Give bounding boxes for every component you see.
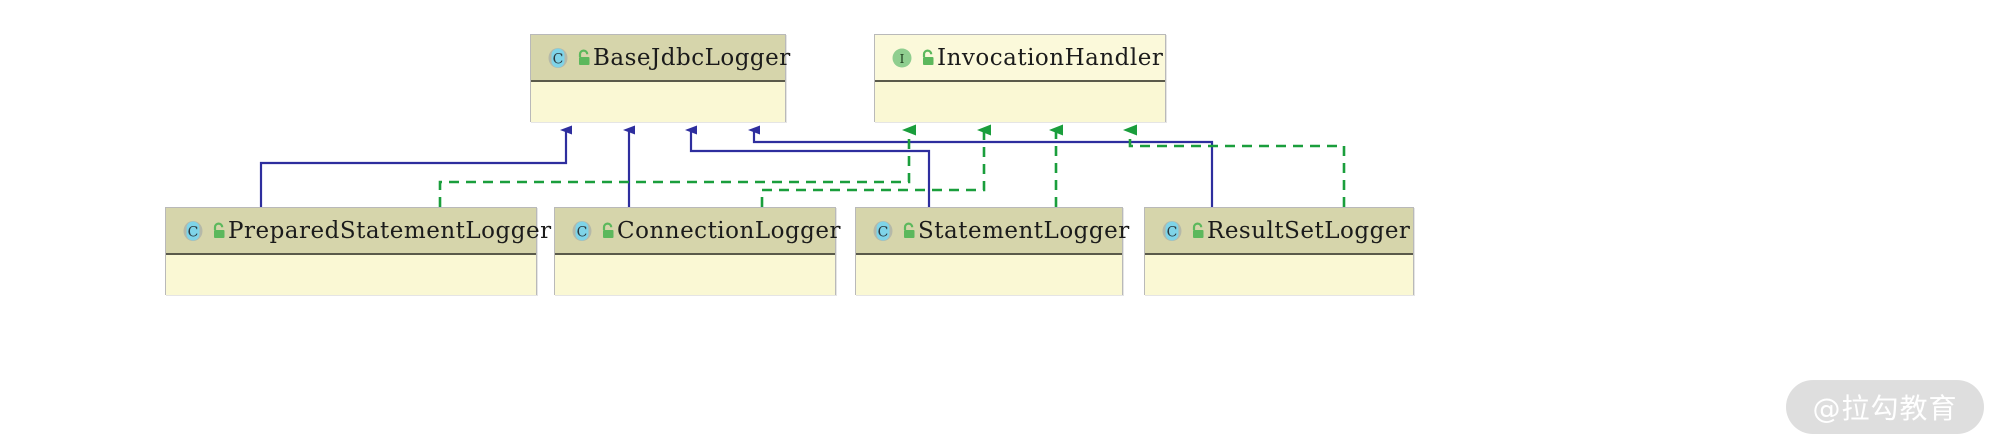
unlocked-padlock-icon — [213, 222, 225, 238]
svg-text:C: C — [553, 51, 564, 67]
class-node-body — [531, 82, 785, 122]
class-node-result-set-logger[interactable]: C ResultSetLogger — [1144, 207, 1414, 295]
class-node-body — [1145, 255, 1413, 295]
watermark: @拉勾教育 — [1786, 380, 1984, 434]
class-c-icon: C — [572, 220, 592, 241]
class-name-label: BaseJdbcLogger — [593, 44, 791, 71]
class-icon-group: C — [180, 218, 228, 244]
edge-result-set-logger-extends-base-jdbc-logger — [748, 125, 1214, 207]
class-name-label: PreparedStatementLogger — [228, 217, 552, 244]
interface-node-body — [875, 82, 1165, 122]
class-icon-group: C — [870, 218, 918, 244]
class-node-header: C PreparedStatementLogger — [166, 208, 551, 255]
unlocked-padlock-icon — [1192, 222, 1204, 238]
class-node-body — [166, 255, 536, 295]
interface-i-icon: I — [892, 48, 912, 67]
unlocked-padlock-icon — [922, 49, 934, 65]
class-c-icon: C — [1162, 220, 1182, 241]
interface-node-invocation-handler[interactable]: I InvocationHandler — [874, 34, 1166, 122]
class-icon-group: C — [1159, 218, 1207, 244]
class-c-icon: C — [873, 220, 893, 241]
edge-result-set-logger-implements-invocation-handler — [1123, 124, 1346, 207]
edge-prepared-statement-logger-implements-invocation-handler — [438, 124, 916, 207]
class-name-label: ConnectionLogger — [617, 217, 841, 244]
class-icon-group: C — [545, 45, 593, 71]
svg-text:C: C — [878, 224, 889, 240]
edge-prepared-statement-logger-extends-base-jdbc-logger — [259, 125, 572, 207]
unlocked-padlock-icon — [578, 49, 590, 65]
class-node-prepared-statement-logger[interactable]: C PreparedStatementLogger — [165, 207, 551, 295]
svg-text:C: C — [188, 224, 199, 240]
svg-text:I: I — [900, 52, 905, 66]
interface-icon-group: I — [889, 45, 937, 71]
interface-name-label: InvocationHandler — [937, 44, 1164, 71]
class-node-body — [555, 255, 835, 295]
class-name-label: StatementLogger — [918, 217, 1130, 244]
class-node-connection-logger[interactable]: C ConnectionLogger — [554, 207, 841, 295]
class-node-header: C ConnectionLogger — [555, 208, 841, 255]
svg-text:C: C — [577, 224, 588, 240]
interface-node-header: I InvocationHandler — [875, 35, 1165, 82]
class-node-header: C ResultSetLogger — [1145, 208, 1413, 255]
class-c-icon: C — [548, 47, 568, 68]
class-node-body — [856, 255, 1122, 295]
edge-statement-logger-extends-base-jdbc-logger — [685, 125, 931, 207]
class-node-header: C BaseJdbcLogger — [531, 35, 790, 82]
class-node-statement-logger[interactable]: C StatementLogger — [855, 207, 1129, 295]
class-name-label: ResultSetLogger — [1207, 217, 1411, 244]
watermark-label: @拉勾教育 — [1812, 392, 1958, 425]
class-node-header: C StatementLogger — [856, 208, 1129, 255]
class-node-base-jdbc-logger[interactable]: C BaseJdbcLogger — [530, 34, 790, 122]
edge-connection-logger-implements-invocation-handler — [760, 124, 991, 207]
class-c-icon: C — [183, 220, 203, 241]
class-icon-group: C — [569, 218, 617, 244]
unlocked-padlock-icon — [602, 222, 614, 238]
unlocked-padlock-icon — [903, 222, 915, 238]
svg-text:C: C — [1167, 224, 1178, 240]
